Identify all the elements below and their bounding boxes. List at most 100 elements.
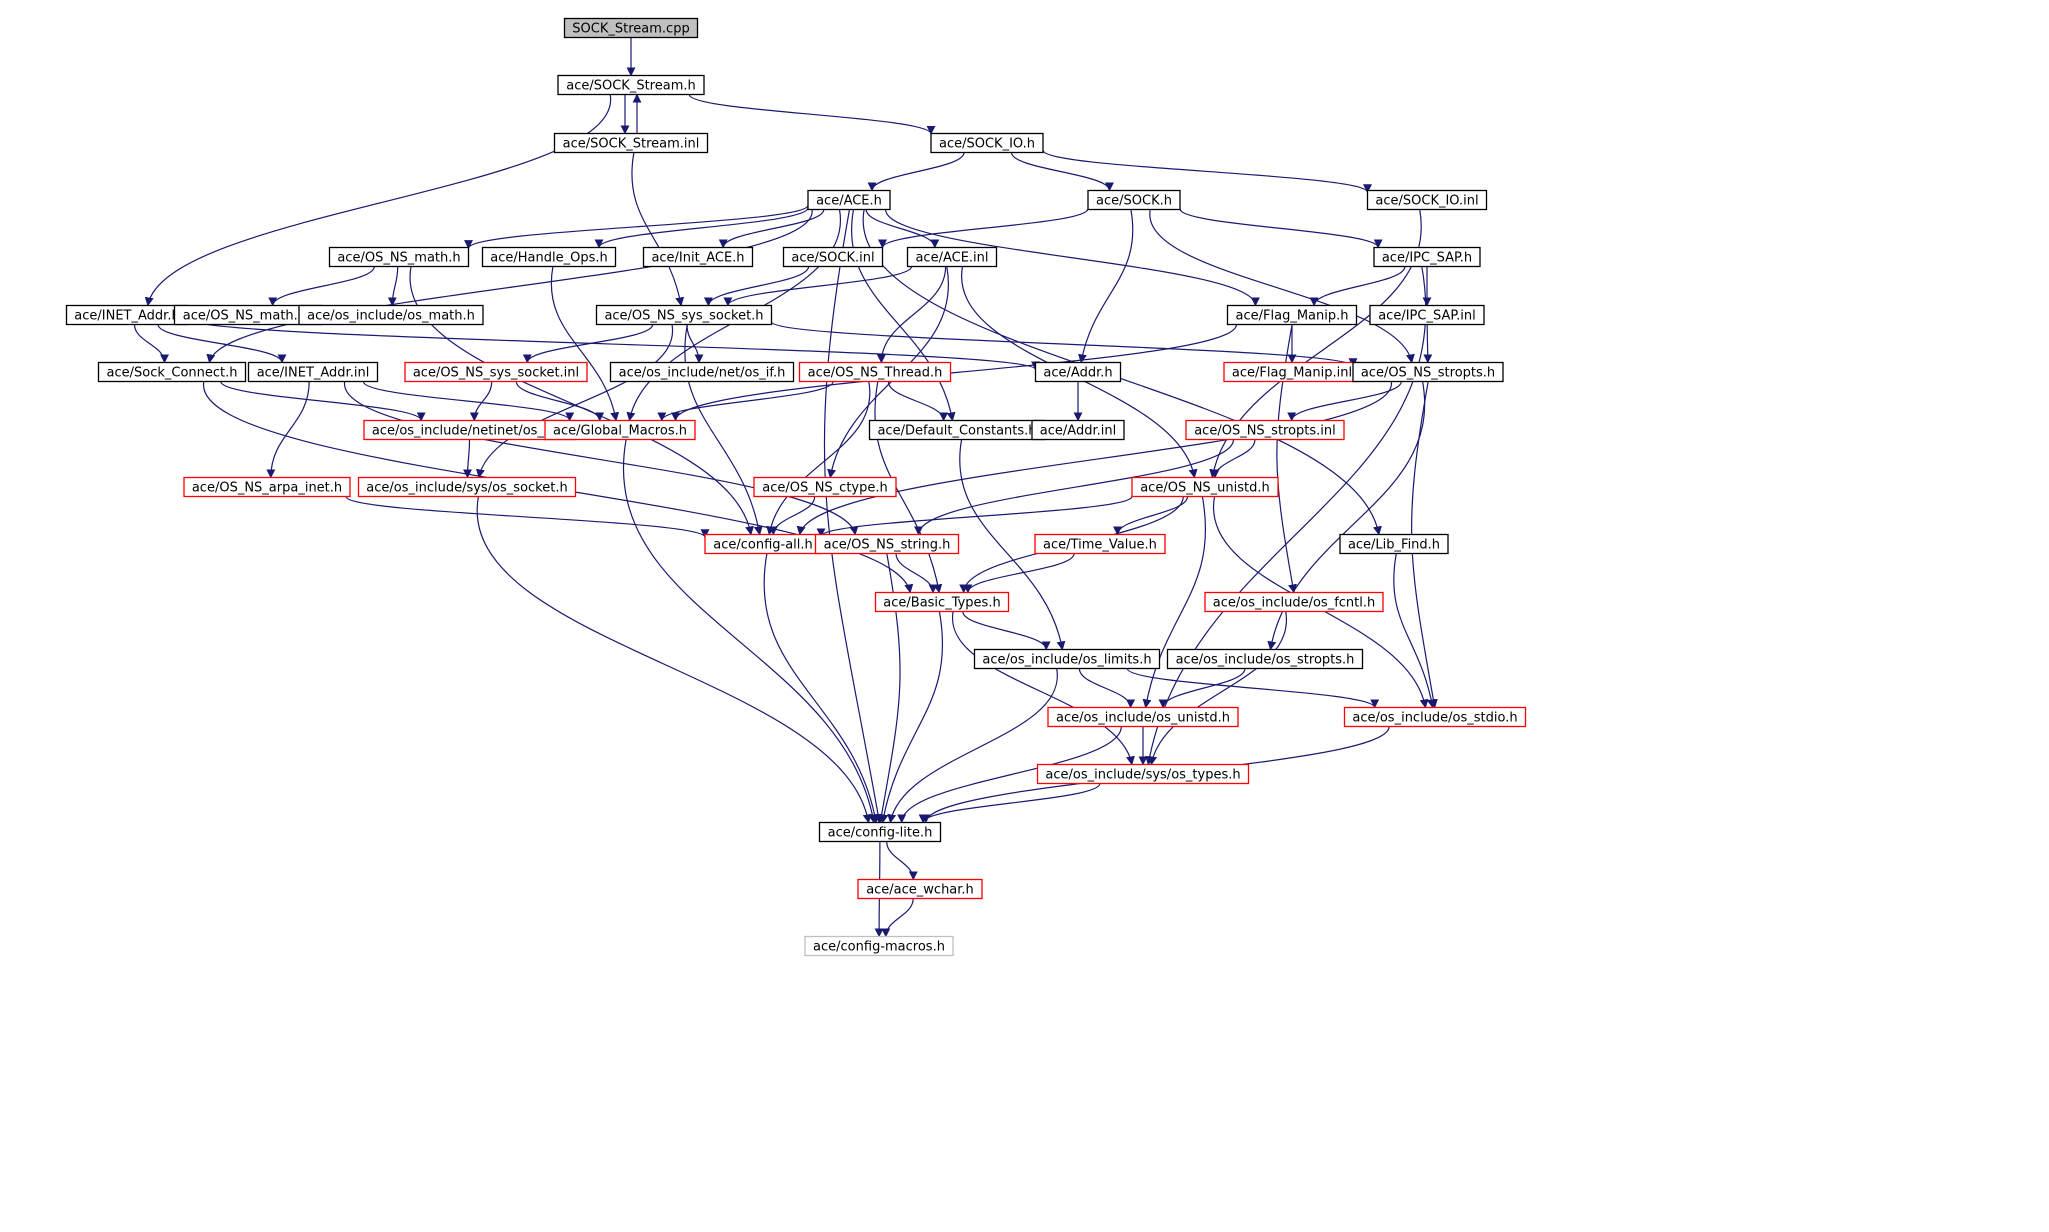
- node-basic-types-h[interactable]: ace/Basic_Types.h: [874, 591, 1010, 613]
- edge-os_ns_arpa_inet_h-to-config_all_h: [345, 495, 710, 539]
- node-addr-inl[interactable]: ace/Addr.inl: [1031, 419, 1125, 441]
- node-os-in-h[interactable]: ace/os_include/netinet/os_in.h: [363, 419, 577, 441]
- node-os-ns-sys-socket-inl[interactable]: ace/OS_NS_sys_socket.inl: [404, 361, 588, 383]
- node-os-ns-unistd-h[interactable]: ace/OS_NS_unistd.h: [1131, 476, 1279, 498]
- node-os-stdio-h[interactable]: ace/os_include/os_stdio.h: [1343, 706, 1527, 728]
- node-box: [814, 533, 960, 555]
- node-os-ns-thread-h[interactable]: ace/OS_NS_Thread.h: [798, 361, 952, 383]
- edge-sock_stream_inl-to-os_ns_sys_socket_h: [631, 152, 685, 307]
- node-ace-wchar-h[interactable]: ace/ace_wchar.h: [857, 878, 983, 900]
- node-os-ns-arpa-inet-h[interactable]: ace/OS_NS_arpa_inet.h: [183, 476, 351, 498]
- node-box: [973, 648, 1161, 670]
- edge-os_socket_h-to-config_lite_h: [476, 496, 872, 824]
- node-box: [1036, 763, 1250, 785]
- node-os-stropts-h[interactable]: ace/os_include/os_stropts.h: [1166, 648, 1364, 670]
- node-os-types-h[interactable]: ace/os_include/sys/os_types.h: [1036, 763, 1250, 785]
- node-ipc-sap-h[interactable]: ace/IPC_SAP.h: [1373, 246, 1481, 268]
- node-sock-inl[interactable]: ace/SOCK.inl: [782, 246, 884, 268]
- node-os-ns-stropts-inl[interactable]: ace/OS_NS_stropts.inl: [1185, 419, 1345, 441]
- node-label: ace/Init_ACE.h: [651, 251, 744, 266]
- node-os-socket-h[interactable]: ace/os_include/sys/os_socket.h: [357, 476, 577, 498]
- node-ace-h[interactable]: ace/ACE.h: [807, 189, 891, 211]
- node-os-ns-math-inl[interactable]: ace/OS_NS_math.inl: [173, 304, 323, 326]
- node-box: [753, 476, 897, 498]
- edge-os_limits_h-to-config_lite_h: [887, 668, 1058, 824]
- node-label: ace/config-lite.h: [828, 826, 933, 841]
- node-ace-inl[interactable]: ace/ACE.inl: [906, 246, 998, 268]
- node-label: ace/OS_NS_unistd.h: [1140, 481, 1270, 496]
- node-os-ns-stropts-h[interactable]: ace/OS_NS_stropts.h: [1352, 361, 1504, 383]
- node-os-unistd-h[interactable]: ace/os_include/os_unistd.h: [1047, 706, 1239, 728]
- node-box: [906, 246, 998, 268]
- node-label: ace/ace_wchar.h: [866, 883, 974, 898]
- edge-os_types_h-to-config_lite_h: [918, 783, 1101, 824]
- node-sock-stream-inl[interactable]: ace/SOCK_Stream.inl: [553, 132, 709, 154]
- node-inet-addr-h[interactable]: ace/INET_Addr.h: [65, 304, 189, 326]
- node-box: [818, 821, 942, 843]
- node-box: [404, 361, 588, 383]
- edge-os_limits_h-to-os_unistd_h: [1078, 668, 1136, 709]
- node-label: ace/OS_NS_sys_socket.h: [604, 309, 763, 324]
- edge-inet_addr_inl-to-os_ns_arpa_inet_h: [266, 381, 310, 479]
- edge-os_unistd_h-to-config_lite_h: [897, 726, 1122, 824]
- node-flag-manip-inl[interactable]: ace/Flag_Manip.inl: [1223, 361, 1361, 383]
- edge-config_all_h-to-config_lite_h: [763, 553, 880, 824]
- node-global-macros-h[interactable]: ace/Global_Macros.h: [544, 419, 696, 441]
- node-os-ns-string-h[interactable]: ace/OS_NS_string.h: [814, 533, 960, 555]
- node-sock-h[interactable]: ace/SOCK.h: [1087, 189, 1181, 211]
- node-box: [481, 246, 617, 268]
- edge-os_ns_sys_socket_h-to-os_if_h: [686, 324, 704, 364]
- node-box: [930, 132, 1044, 154]
- edge-sock_h-to-sock_inl: [878, 208, 1089, 249]
- node-sock-io-inl[interactable]: ace/SOCK_IO.inl: [1366, 189, 1488, 211]
- node-time-value-h[interactable]: ace/Time_Value.h: [1034, 533, 1166, 555]
- edge-os_stropts_h-to-os_unistd_h: [1158, 668, 1246, 709]
- node-os-if-h[interactable]: ace/os_include/net/os_if.h: [609, 361, 795, 383]
- node-box: [1204, 591, 1384, 613]
- node-sock-io-h[interactable]: ace/SOCK_IO.h: [930, 132, 1044, 154]
- node-box: [247, 361, 379, 383]
- edge-inet_addr_h-to-inet_addr_inl: [157, 324, 287, 364]
- node-label: ace/INET_Addr.inl: [257, 366, 370, 381]
- node-box: [553, 132, 709, 154]
- node-sock-connect-h[interactable]: ace/Sock_Connect.h: [97, 361, 247, 383]
- node-flag-manip-h[interactable]: ace/Flag_Manip.h: [1226, 304, 1358, 326]
- edge-ace_h-to-config_lite_h: [823, 209, 883, 824]
- node-box: [1034, 533, 1166, 555]
- node-config-macros-h[interactable]: ace/config-macros.h: [804, 935, 954, 957]
- node-box: [1087, 189, 1181, 211]
- node-config-all-h[interactable]: ace/config-all.h: [704, 533, 822, 555]
- node-box: [1352, 361, 1504, 383]
- node-config-lite-h[interactable]: ace/config-lite.h: [818, 821, 942, 843]
- node-os-math-h[interactable]: ace/os_include/os_math.h: [298, 304, 484, 326]
- node-label: ace/os_include/os_limits.h: [982, 653, 1151, 668]
- node-label: ace/Global_Macros.h: [553, 424, 687, 439]
- edge-os_ns_stropts_inl-to-os_ns_unistd_h: [1210, 439, 1256, 479]
- edge-os_fcntl_h-to-os_types_h: [1148, 611, 1287, 766]
- node-inet-addr-inl[interactable]: ace/INET_Addr.inl: [247, 361, 379, 383]
- node-default-constants-h[interactable]: ace/Default_Constants.h: [868, 419, 1046, 441]
- node-os-fcntl-h[interactable]: ace/os_include/os_fcntl.h: [1204, 591, 1384, 613]
- node-label: ace/os_include/os_stdio.h: [1352, 711, 1517, 726]
- node-ipc-sap-inl[interactable]: ace/IPC_SAP.inl: [1369, 304, 1485, 326]
- node-os-ns-sys-socket-h[interactable]: ace/OS_NS_sys_socket.h: [595, 304, 773, 326]
- node-label: ace/config-macros.h: [813, 940, 945, 955]
- node-os-ns-math-h[interactable]: ace/OS_NS_math.h: [328, 246, 470, 268]
- edge-sock_stream_h-to-inet_addr_h: [144, 94, 611, 307]
- node-lib-find-h[interactable]: ace/Lib_Find.h: [1339, 533, 1449, 555]
- edge-ace_h-to-os_ns_math_h: [464, 204, 809, 250]
- node-label: ace/OS_NS_string.h: [824, 538, 951, 553]
- node-os-ns-ctype-h[interactable]: ace/OS_NS_ctype.h: [753, 476, 897, 498]
- node-init-ace-h[interactable]: ace/Init_ACE.h: [642, 246, 754, 268]
- node-handle-ops-h[interactable]: ace/Handle_Ops.h: [481, 246, 617, 268]
- edge-ipc_sap_h-to-os_types_h: [1145, 266, 1427, 766]
- edge-os_ns_thread_h-to-default_constants_h: [887, 381, 949, 422]
- edge-os_ns_sys_socket_h-to-config_all_h: [684, 324, 763, 536]
- node-os-limits-h[interactable]: ace/os_include/os_limits.h: [973, 648, 1161, 670]
- node-sock-stream-h[interactable]: ace/SOCK_Stream.h: [557, 74, 705, 96]
- node-box: [557, 74, 705, 96]
- node-label: ace/Basic_Types.h: [883, 596, 1000, 611]
- node-addr-h[interactable]: ace/Addr.h: [1034, 361, 1122, 383]
- edge-inet_addr_inl-to-os_ns_string_h: [344, 381, 859, 536]
